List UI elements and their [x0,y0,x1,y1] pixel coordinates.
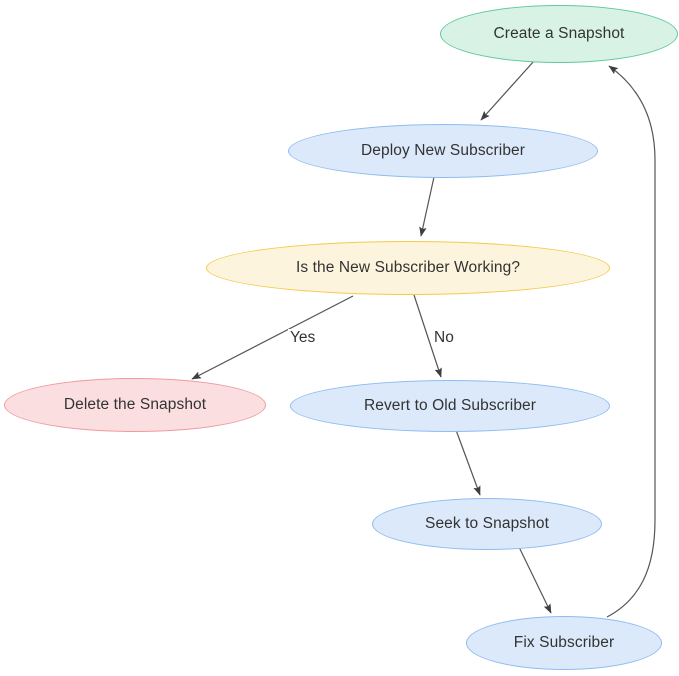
node-deploy-new-subscriber[interactable]: Deploy New Subscriber [288,124,598,178]
node-revert-old-subscriber[interactable]: Revert to Old Subscriber [290,380,610,432]
edge-label-yes: Yes [288,329,318,347]
node-label-delete-snapshot: Delete the Snapshot [63,396,207,414]
node-fix-subscriber[interactable]: Fix Subscriber [466,616,662,670]
edge-seek-to-snapshot-to-fix-subscriber [518,546,552,614]
node-label-fix-subscriber: Fix Subscriber [513,634,615,652]
edge-revert-old-subscriber-to-seek-to-snapshot [455,429,481,496]
edge-is-working-to-delete-snapshot [191,295,354,380]
node-label-create-snapshot: Create a Snapshot [493,25,625,43]
node-label-revert-old-subscriber: Revert to Old Subscriber [363,397,537,415]
edge-label-no: No [432,329,456,347]
node-label-deploy-new-subscriber: Deploy New Subscriber [360,142,526,160]
node-create-snapshot[interactable]: Create a Snapshot [440,5,678,63]
node-seek-to-snapshot[interactable]: Seek to Snapshot [372,498,602,550]
node-is-working[interactable]: Is the New Subscriber Working? [206,241,610,295]
edge-is-working-to-revert-old-subscriber [413,294,442,378]
node-label-is-working: Is the New Subscriber Working? [295,259,521,277]
edge-fix-subscriber-to-create-snapshot [606,65,656,618]
edge-create-snapshot-to-deploy-new-subscriber [480,60,535,121]
node-label-seek-to-snapshot: Seek to Snapshot [425,515,549,533]
node-delete-snapshot[interactable]: Delete the Snapshot [4,378,266,432]
edge-deploy-new-subscriber-to-is-working [419,176,435,237]
